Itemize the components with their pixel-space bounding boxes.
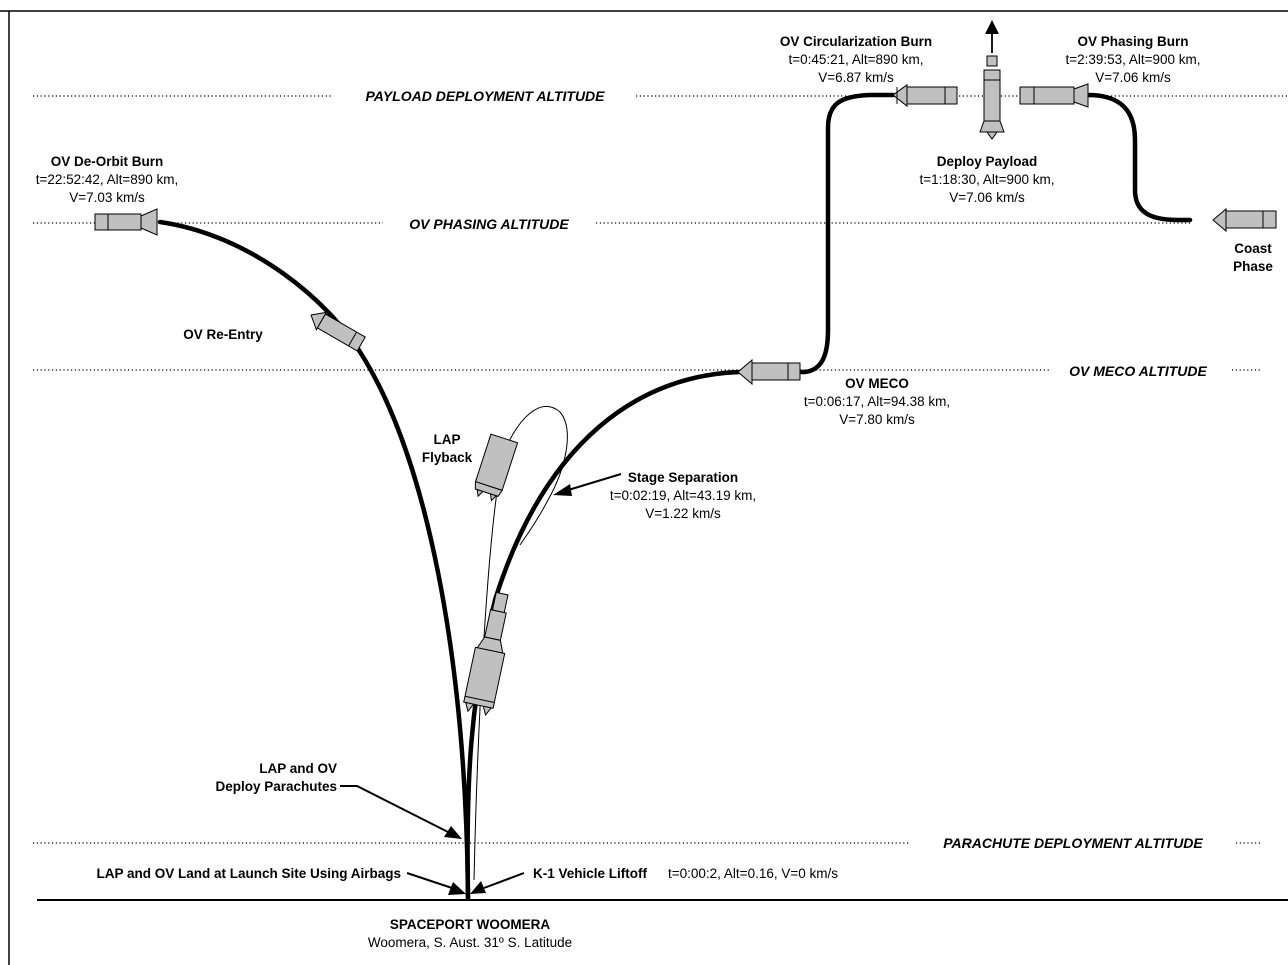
label-deploy-parachutes: LAP and OV Deploy Parachutes: [215, 761, 337, 794]
svg-text:V=1.22 km/s: V=1.22 km/s: [645, 506, 721, 521]
orbital-vehicle-deorbit: [94, 208, 158, 236]
svg-text:t=2:39:53, Alt=900 km,: t=2:39:53, Alt=900 km,: [1065, 52, 1200, 67]
pointer-arrows: [340, 473, 622, 895]
label-liftoff: K-1 Vehicle Liftoff t=0:00:2, Alt=0.16, …: [533, 866, 838, 881]
svg-text:Coast: Coast: [1234, 241, 1272, 256]
svg-text:Stage Separation: Stage Separation: [628, 470, 738, 485]
svg-text:Woomera, S. Aust. 31º S. Latit: Woomera, S. Aust. 31º S. Latitude: [368, 935, 572, 950]
orbital-vehicle-phasing: [1019, 83, 1089, 108]
svg-text:K-1 Vehicle Liftoff: K-1 Vehicle Liftoff: [533, 866, 648, 881]
label-lap-flyback: LAP Flyback: [422, 432, 473, 465]
svg-text:t=0:02:19, Alt=43.19 km,: t=0:02:19, Alt=43.19 km,: [610, 488, 756, 503]
ascent-trajectory: [465, 92, 896, 901]
reentry-trajectory: [157, 219, 471, 901]
trajectories: [157, 92, 1193, 901]
phasing-altitude-label: OV PHASING ALTITUDE: [409, 216, 569, 232]
svg-text:t=1:18:30, Alt=900 km,: t=1:18:30, Alt=900 km,: [919, 172, 1054, 187]
svg-text:V=7.80 km/s: V=7.80 km/s: [839, 412, 915, 427]
svg-text:Flyback: Flyback: [422, 450, 473, 465]
svg-text:OV De-Orbit Burn: OV De-Orbit Burn: [51, 154, 164, 169]
svg-text:V=6.87 km/s: V=6.87 km/s: [818, 70, 894, 85]
orbital-vehicle-coast: [1212, 207, 1277, 233]
lap-flyback-vehicle: [474, 433, 519, 502]
svg-text:OV Phasing Burn: OV Phasing Burn: [1077, 34, 1188, 49]
orbital-vehicle-circularization: [892, 84, 958, 108]
svg-text:t=0:06:17, Alt=94.38 km,: t=0:06:17, Alt=94.38 km,: [804, 394, 950, 409]
label-meco: OV MECO t=0:06:17, Alt=94.38 km, V=7.80 …: [804, 376, 950, 427]
payload-deploy-vehicle: [979, 20, 1005, 140]
label-land-airbags: LAP and OV Land at Launch Site Using Air…: [96, 866, 401, 881]
payload-altitude-label: PAYLOAD DEPLOYMENT ALTITUDE: [365, 88, 605, 104]
k1-ascent-vehicle: [463, 591, 509, 716]
svg-text:Phase: Phase: [1233, 259, 1273, 274]
parachute-altitude-label: PARACHUTE DEPLOYMENT ALTITUDE: [943, 835, 1203, 851]
svg-text:SPACEPORT WOOMERA: SPACEPORT WOOMERA: [390, 917, 551, 932]
svg-text:OV Circularization Burn: OV Circularization Burn: [780, 34, 932, 49]
svg-text:t=22:52:42, Alt=890 km,: t=22:52:42, Alt=890 km,: [36, 172, 179, 187]
svg-text:V=7.06 km/s: V=7.06 km/s: [1095, 70, 1171, 85]
meco-altitude-label: OV MECO ALTITUDE: [1069, 363, 1207, 379]
svg-text:LAP and OV: LAP and OV: [259, 761, 337, 776]
svg-text:Deploy Payload: Deploy Payload: [937, 154, 1038, 169]
orbital-vehicle-reentry: [310, 311, 366, 352]
svg-text:t=0:45:21, Alt=890 km,: t=0:45:21, Alt=890 km,: [788, 52, 923, 67]
label-deploy-payload: Deploy Payload t=1:18:30, Alt=900 km, V=…: [919, 154, 1054, 205]
orbital-vehicle-meco: [737, 358, 801, 386]
svg-text:LAP: LAP: [434, 432, 461, 447]
label-reentry: OV Re-Entry: [183, 327, 263, 342]
svg-text:V=7.06 km/s: V=7.06 km/s: [949, 190, 1025, 205]
label-coast-phase: Coast Phase: [1233, 241, 1273, 274]
svg-text:OV Re-Entry: OV Re-Entry: [183, 327, 263, 342]
phasing-trajectory: [1085, 92, 1193, 223]
up-arrow-icon: [985, 20, 999, 34]
svg-text:V=7.03 km/s: V=7.03 km/s: [69, 190, 145, 205]
svg-text:LAP and OV Land at Launch Site: LAP and OV Land at Launch Site Using Air…: [96, 866, 401, 881]
label-deorbit: OV De-Orbit Burn t=22:52:42, Alt=890 km,…: [36, 154, 179, 205]
label-circularization: OV Circularization Burn t=0:45:21, Alt=8…: [780, 34, 932, 85]
label-stage-separation: Stage Separation t=0:02:19, Alt=43.19 km…: [610, 470, 756, 521]
launch-site-label: SPACEPORT WOOMERA Woomera, S. Aust. 31º …: [368, 917, 572, 950]
svg-text:t=0:00:2, Alt=0.16, V=0 km/s: t=0:00:2, Alt=0.16, V=0 km/s: [668, 866, 838, 881]
svg-text:Deploy Parachutes: Deploy Parachutes: [215, 779, 337, 794]
svg-text:OV MECO: OV MECO: [845, 376, 909, 391]
altitude-lines: PAYLOAD DEPLOYMENT ALTITUDE OV PHASING A…: [33, 88, 1288, 851]
label-phasing-burn: OV Phasing Burn t=2:39:53, Alt=900 km, V…: [1065, 34, 1200, 85]
